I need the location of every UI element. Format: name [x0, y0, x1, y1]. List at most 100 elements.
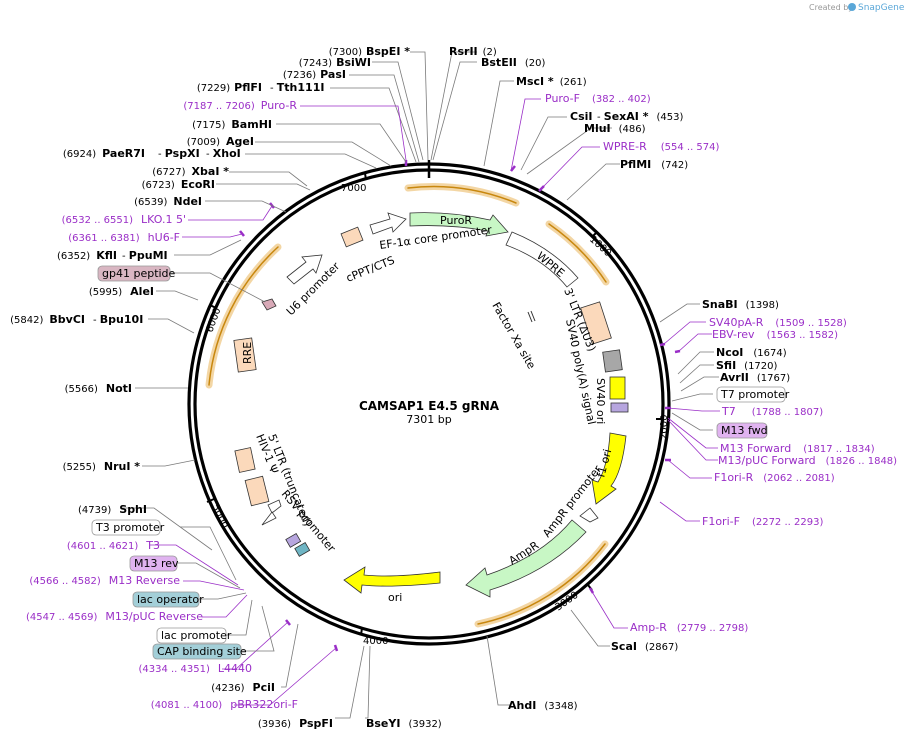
- site-alei: (5995)AleI: [89, 285, 154, 298]
- wpre-box: [505, 231, 579, 288]
- puror-arrow: [409, 212, 509, 237]
- site-ndei: (6539)NdeI: [134, 195, 202, 208]
- site-bamhi: (7175)BamHI: [192, 118, 272, 131]
- sv40pa-box: [602, 349, 623, 373]
- ori-arrow: [343, 566, 441, 594]
- svg-text:lac promoter: lac promoter: [161, 629, 232, 642]
- tick-marks: [206, 172, 664, 636]
- primer-m13-forward: M13 Forward(1817 .. 1834): [720, 442, 875, 455]
- badge-lac-promoter: lac promoter: [156, 627, 232, 644]
- ampr-arrow: [465, 519, 587, 598]
- svg-text:gp41 peptide: gp41 peptide: [102, 267, 176, 280]
- site-bspei: (7300)BspEI *: [329, 45, 411, 58]
- ef1a-arrow: [369, 212, 407, 235]
- sv40ori-box: [609, 376, 626, 400]
- site-sexai: - SexAI *(453): [597, 110, 683, 123]
- svg-text:M13 fwd: M13 fwd: [721, 424, 768, 437]
- svg-text:T3 promoter: T3 promoter: [95, 521, 165, 534]
- primer-puro-f: Puro-F(382 .. 402): [545, 92, 651, 105]
- primer-hu6-f: (6361 .. 6381)hU6-F: [68, 231, 180, 244]
- hiv-box: [244, 475, 270, 507]
- puror-label: PuroR: [440, 214, 472, 227]
- badges: gp41 peptide T7 promoter M13 fwd T3 prom…: [91, 265, 790, 660]
- badge-gp41: gp41 peptide: [97, 265, 176, 282]
- badge-cap-binding-site: CAP binding site: [152, 643, 247, 660]
- primer-wpre-r: WPRE-R(554 .. 574): [603, 140, 720, 153]
- svg-text:lac operator: lac operator: [137, 593, 204, 606]
- site-pcii: (4236)PciI: [211, 681, 275, 694]
- site-bseyi: BseYI(3932): [366, 717, 442, 730]
- primer-lko: (6532 .. 6551)LKO.1 5': [62, 213, 186, 226]
- primer-m13puc-reverse: (4547 .. 4569)M13/pUC Reverse: [26, 610, 203, 623]
- f1ori-arrow: [591, 432, 627, 505]
- badge-lac-operator: lac operator: [132, 591, 204, 608]
- svg-text:CAP binding site: CAP binding site: [157, 645, 247, 658]
- primer-f1ori-f: F1ori-F(2272 .. 2293): [702, 515, 823, 528]
- site-ncoi: NcoI(1674): [716, 346, 787, 359]
- site-bsteii: BstEII(20): [481, 56, 546, 69]
- site-ahdi: AhdI(3348): [508, 699, 578, 712]
- rsv-label: RSV promoter: [279, 488, 339, 555]
- site-tth111i: - Tth111I: [270, 81, 324, 94]
- primer-f1ori-r: F1ori-R(2062 .. 2081): [714, 471, 835, 484]
- site-noti: (5566)NotI: [65, 382, 132, 395]
- primer-t3: (4601 .. 4621)T3: [67, 539, 160, 552]
- site-nrui: (5255)NruI *: [63, 460, 141, 473]
- tick-4000: 4000: [363, 636, 388, 647]
- lac-cluster-left-2: [294, 541, 311, 557]
- tick-2000: 2000: [659, 415, 670, 440]
- cppt-label: cPPT/CTS: [344, 254, 396, 285]
- site-kfli: (6352)KflI: [57, 249, 117, 262]
- site-pflmi: PflMI(742): [620, 158, 688, 171]
- site-snabi: SnaBI(1398): [702, 298, 779, 311]
- badge-m13-rev: M13 rev: [129, 555, 179, 572]
- factorxa-mark: [527, 311, 533, 323]
- svg-text:SnapGene: SnapGene: [858, 3, 905, 13]
- site-paer7i: (6924)PaeR7I: [63, 147, 145, 160]
- orf-arcs: [205, 183, 610, 628]
- primer-ebv-rev: EBV-rev(1563 .. 1582): [712, 328, 838, 341]
- badge-m13-fwd: M13 fwd: [716, 422, 768, 439]
- ori-label: ori: [388, 591, 402, 604]
- site-sfii: SfiI(1720): [716, 359, 778, 372]
- site-bsiwi: (7243)BsiWI: [299, 56, 371, 69]
- gp41-mark: [261, 298, 277, 311]
- primer-l4440: (4334 .. 4351)L4440: [138, 662, 252, 675]
- site-rsrii: RsrII(2): [449, 45, 497, 58]
- rre-box: [233, 337, 257, 373]
- ltr5-box: [234, 447, 256, 473]
- site-bbvci: (5842)BbvCI: [10, 313, 85, 326]
- factorxa-label: Factor Xa site: [489, 300, 538, 371]
- primer-pbr322ori-f: (4081 .. 4100)pBR322ori-F: [151, 698, 298, 711]
- badge-t7-promoter: T7 promoter: [716, 386, 790, 403]
- cppt-box: [340, 226, 364, 248]
- sv40ori-label: SV40 ori: [594, 378, 607, 424]
- primer-puro-r: (7187 .. 7206)Puro-R: [183, 99, 297, 112]
- plasmid-length: 7301 bp: [406, 413, 451, 426]
- site-bpu10i: - Bpu10I: [93, 313, 143, 326]
- primer-amp-r: Amp-R(2779 .. 2798): [630, 621, 748, 634]
- site-agei: (7009)AgeI: [187, 135, 254, 148]
- tick-5000: 5000: [209, 503, 230, 531]
- rre-label: RRE: [241, 342, 254, 364]
- rsv-arrow: [267, 499, 282, 514]
- ampprom-arrow: [579, 507, 599, 523]
- site-ppumi: - PpuMI: [122, 249, 168, 262]
- site-pasi: (7236)PasI: [283, 68, 346, 81]
- badge-t3-promoter: T3 promoter: [91, 519, 165, 536]
- primer-m13-reverse: (4566 .. 4582)M13 Reverse: [29, 574, 180, 587]
- site-labels: (7300)BspEI * RsrII(2) (7243)BsiWI BstEI…: [10, 45, 790, 730]
- site-xbai: (6727)XbaI *: [152, 165, 229, 178]
- site-pspfi: (3936)PspFI: [258, 717, 333, 730]
- snapgene-logo: SnapGene: [848, 3, 905, 13]
- ltr3-box: [580, 301, 612, 345]
- primer-sv40pa-r: SV40pA-R(1509 .. 1528): [709, 316, 847, 329]
- site-avrii: AvrII(1767): [720, 371, 790, 384]
- site-sphi: (4739)SphI: [78, 503, 147, 516]
- primer-labels: (7187 .. 7206)Puro-R Puro-F(382 .. 402) …: [26, 92, 897, 711]
- site-csii: CsiI: [570, 110, 592, 123]
- site-scai: ScaI(2867): [611, 640, 678, 653]
- primer-m13puc-forward: M13/pUC Forward(1826 .. 1848): [718, 454, 897, 467]
- site-pspxi: - PspXI: [158, 147, 200, 160]
- u6-arrow: [286, 254, 323, 285]
